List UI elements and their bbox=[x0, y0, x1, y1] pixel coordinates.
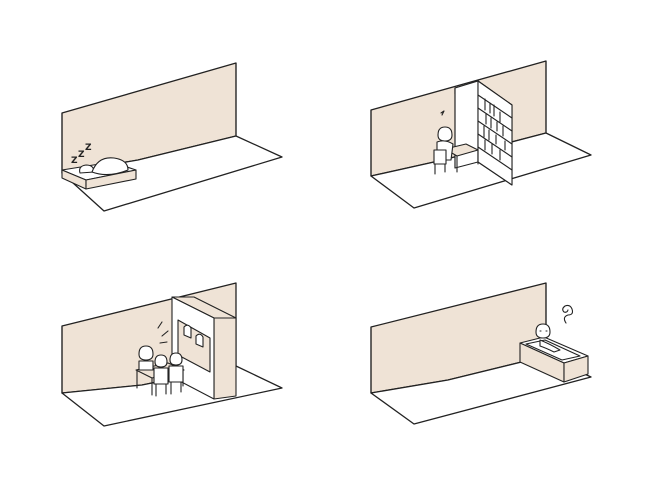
panel-meeting bbox=[61, 282, 283, 427]
svg-text:Z: Z bbox=[78, 150, 85, 160]
sleep-z-marks: Z Z Z bbox=[71, 143, 92, 166]
chair bbox=[433, 149, 447, 175]
panel-bathing bbox=[370, 282, 592, 425]
sleeping-person bbox=[79, 157, 129, 176]
bathing-person bbox=[535, 323, 561, 353]
panel-reading bbox=[370, 60, 592, 209]
thought-mark bbox=[440, 110, 445, 116]
meeting-people bbox=[138, 345, 184, 397]
floor bbox=[370, 132, 592, 209]
desk bbox=[444, 143, 479, 173]
steam-swirl bbox=[562, 304, 574, 324]
projection-lines bbox=[157, 321, 169, 344]
panel-sleeping: Z Z Z bbox=[61, 62, 283, 212]
svg-text:Z: Z bbox=[71, 156, 78, 166]
svg-text:Z: Z bbox=[85, 143, 92, 153]
